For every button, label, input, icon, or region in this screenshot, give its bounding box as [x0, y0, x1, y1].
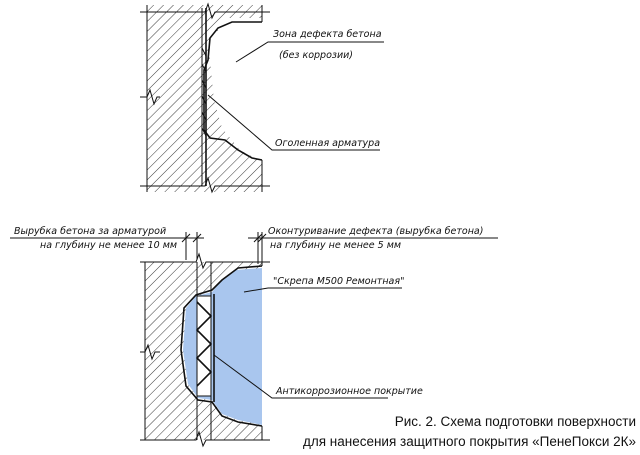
- top-defect-zone: [210, 24, 262, 162]
- skrepa-leader: [243, 287, 269, 293]
- top-break-mark-bottom: [140, 176, 270, 194]
- caption-line-2: для нанесения защитного покрытия «ПенеПо…: [303, 434, 636, 449]
- cut-behind-label-1: Вырубка бетона за арматурой: [14, 226, 166, 237]
- top-section: Зона дефекта бетона (без коррозии) Оголе…: [140, 2, 384, 194]
- bottom-break-mark-top: [140, 252, 270, 270]
- bottom-break-mark-bottom: [140, 430, 270, 448]
- anticorrosion-leader: [213, 354, 388, 399]
- top-break-mark: [140, 2, 270, 20]
- anticorrosion-label: Антикоррозионное покрытие: [275, 386, 423, 397]
- top-rebar: [201, 8, 207, 186]
- bottom-break-mark-left: [140, 343, 160, 361]
- cut-behind-label-2: на глубину не менее 10 мм: [40, 240, 177, 251]
- top-defect-label-2: (без коррозии): [279, 50, 353, 61]
- repair-zone-outline: [180, 265, 263, 427]
- top-rebar-label: Оголенная арматура: [275, 138, 380, 149]
- dim-cut-behind: [10, 232, 204, 260]
- contour-label-2: на глубину не менее 5 мм: [270, 240, 401, 251]
- top-defect-label-1: Зона дефекта бетона: [273, 29, 382, 40]
- caption-line-1: Рис. 2. Схема подготовки поверхности: [395, 414, 636, 429]
- dim-contour: [248, 232, 498, 264]
- skrepa-label: "Скрепа М500 Ремонтная": [273, 276, 404, 287]
- contour-label-1: Оконтуривание дефекта (вырубка бетона): [268, 226, 483, 237]
- top-rebar-leader: [207, 94, 380, 151]
- top-break-mark-left: [140, 88, 160, 106]
- bottom-rebar: [195, 262, 213, 440]
- bottom-section: Вырубка бетона за арматурой на глубину н…: [10, 226, 498, 448]
- top-defect-leader: [235, 41, 384, 63]
